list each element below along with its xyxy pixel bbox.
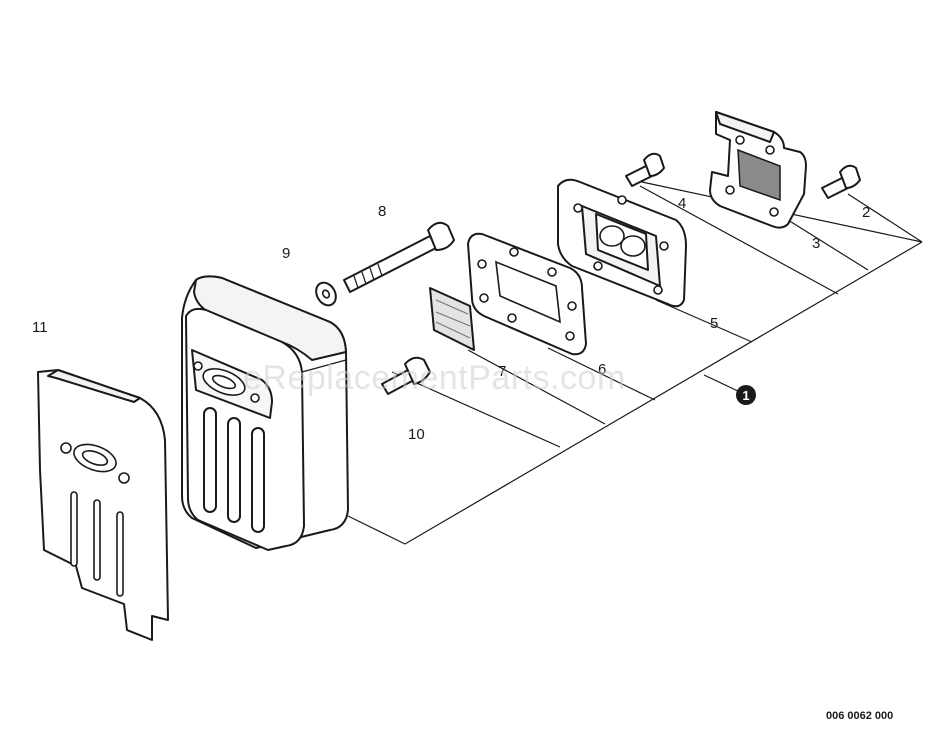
part-flange-plate[interactable] bbox=[557, 178, 687, 308]
callout-labels: 2 3 4 5 6 7 8 9 10 11 bbox=[32, 195, 870, 443]
part-gasket[interactable] bbox=[467, 232, 587, 356]
assembly-number: 1 bbox=[742, 388, 749, 403]
watermark-text: eReplacementParts.com bbox=[243, 359, 626, 397]
callout-9[interactable]: 9 bbox=[282, 245, 290, 262]
callout-6[interactable]: 6 bbox=[598, 361, 606, 378]
part-muffler[interactable] bbox=[181, 275, 349, 551]
part-washer[interactable] bbox=[312, 279, 340, 309]
callout-7[interactable]: 7 bbox=[498, 363, 506, 380]
part-screw-4[interactable] bbox=[625, 152, 665, 187]
part-bracket[interactable] bbox=[709, 111, 807, 229]
assembly-marker[interactable]: 1 bbox=[736, 385, 756, 405]
callout-5[interactable]: 5 bbox=[710, 315, 718, 332]
figure-code: 006 0062 000 bbox=[826, 710, 893, 722]
part-bolt-10[interactable] bbox=[381, 356, 431, 395]
callout-4[interactable]: 4 bbox=[678, 195, 686, 212]
callout-10[interactable]: 10 bbox=[408, 426, 425, 443]
part-screen[interactable] bbox=[429, 287, 475, 351]
part-screw-2[interactable] bbox=[821, 164, 861, 199]
assembly-leader-lines bbox=[347, 181, 923, 545]
assembly-circle bbox=[736, 385, 756, 405]
callout-8[interactable]: 8 bbox=[378, 203, 386, 220]
callout-3[interactable]: 3 bbox=[812, 235, 820, 252]
callout-2[interactable]: 2 bbox=[862, 204, 870, 221]
callout-11[interactable]: 11 bbox=[32, 319, 48, 336]
part-long-bolt[interactable] bbox=[343, 221, 455, 293]
part-heat-shield[interactable] bbox=[37, 369, 169, 641]
